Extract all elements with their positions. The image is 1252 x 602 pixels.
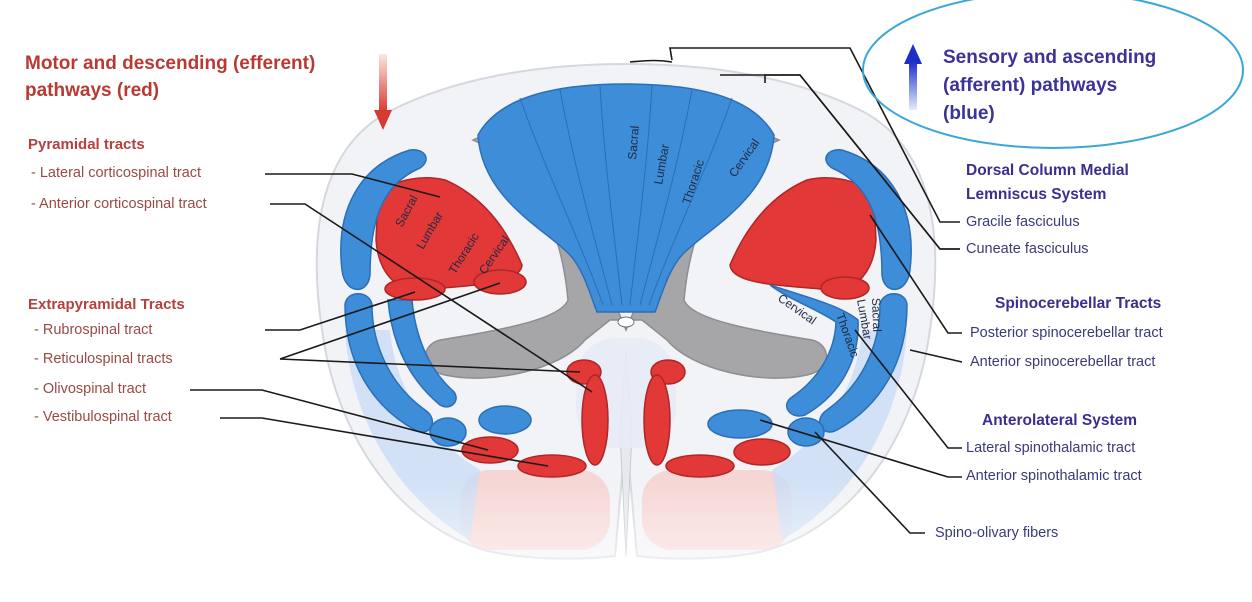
label-lateral-spinothalamic: Lateral spinothalamic tract — [966, 440, 1136, 456]
right-posterior-spinocerebellar — [825, 149, 912, 291]
right-lateral-spinothalamic — [769, 284, 859, 417]
left-spino-olivary — [478, 405, 532, 435]
label-anterior-spinocerebellar: Anterior spinocerebellar tract — [970, 354, 1156, 370]
right-rubrospinal — [820, 276, 870, 300]
left-lateral-spinothalamic — [387, 299, 457, 408]
anterolateral-heading: Anterolateral System — [982, 412, 1138, 429]
sensory-title-oval — [862, 0, 1244, 149]
label-gracile-fasciculus: Gracile fasciculus — [966, 214, 1080, 230]
right-label-lumbar: Lumbar — [854, 298, 875, 341]
right-anterior-spinothalamic — [787, 417, 825, 447]
right-anterior-spinocerebellar — [818, 293, 908, 433]
label-lateral-corticospinal: - Lateral corticospinal tract — [31, 165, 202, 181]
extrapyramidal-heading: Extrapyramidal Tracts — [28, 296, 185, 313]
motor-down-arrow-icon — [374, 54, 392, 130]
label-rubrospinal: - Rubrospinal tract — [34, 322, 153, 338]
label-olivospinal: - Olivospinal tract — [34, 381, 147, 397]
label-cuneate-fasciculus: Cuneate fasciculus — [966, 241, 1089, 257]
right-leader-lines — [629, 47, 963, 534]
sensory-title-line3: (blue) — [943, 103, 995, 124]
left-olivospinal — [461, 436, 519, 464]
label-vestibulospinal: - Vestibulospinal tract — [34, 409, 172, 425]
left-rubrospinal — [384, 277, 446, 301]
motor-title-line2: pathways (red) — [25, 80, 160, 101]
right-label-sacral: Sacral — [869, 298, 884, 332]
sensory-title-line1: Sensory and ascending — [943, 47, 1157, 68]
right-anterior-corticospinal — [643, 374, 671, 466]
sensory-title-line2: (afferent) pathways — [943, 75, 1118, 96]
label-posterior-spinocerebellar: Posterior spinocerebellar tract — [970, 325, 1163, 341]
label-anterior-spinothalamic: Anterior spinothalamic tract — [966, 468, 1142, 484]
left-anterior-corticospinal — [581, 374, 609, 466]
spinocerebellar-heading: Spinocerebellar Tracts — [995, 295, 1162, 312]
left-vestibulospinal — [517, 454, 587, 478]
left-posterior-spinocerebellar — [340, 149, 427, 291]
dorsal-column-heading-line2: Lemniscus System — [966, 186, 1107, 203]
dorsal-label-lumbar: Lumbar — [651, 143, 672, 186]
label-reticulospinal: - Reticulospinal tracts — [34, 351, 173, 367]
motor-title-line1: Motor and descending (efferent) — [25, 53, 316, 74]
right-spino-olivary — [707, 409, 773, 439]
label-anterior-corticospinal: - Anterior corticospinal tract — [31, 196, 207, 212]
dorsal-column-divisions — [519, 85, 733, 306]
pyramidal-heading: Pyramidal tracts — [28, 136, 145, 153]
dorsal-label-sacral: Sacral — [625, 125, 642, 160]
dorsal-column — [477, 83, 775, 313]
sensory-up-arrow-icon — [904, 44, 922, 110]
left-anterior-spinothalamic — [429, 417, 467, 447]
right-olivospinal — [733, 438, 791, 466]
left-leader-lines — [190, 173, 593, 467]
dorsal-column-heading-line1: Dorsal Column Medial — [966, 162, 1129, 179]
central-canal — [617, 316, 635, 328]
right-vestibulospinal — [665, 454, 735, 478]
label-spino-olivary: Spino-olivary fibers — [935, 525, 1059, 541]
